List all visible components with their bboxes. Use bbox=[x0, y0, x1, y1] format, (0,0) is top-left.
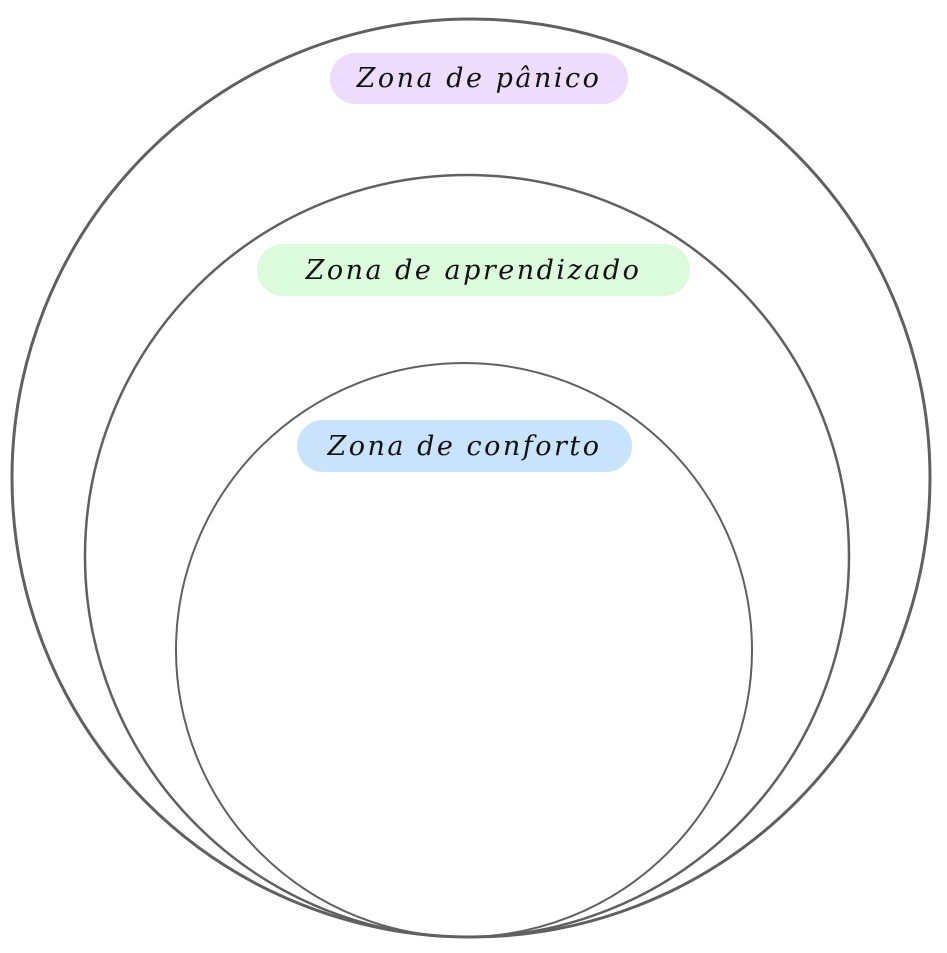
comfort-zone-label: Zona de conforto bbox=[297, 420, 632, 472]
comfort-zone-circle bbox=[175, 362, 753, 938]
panic-zone-label: Zona de pânico bbox=[330, 53, 628, 104]
panic-zone-circle bbox=[10, 17, 932, 939]
learning-zone-label: Zona de aprendizado bbox=[257, 244, 690, 296]
